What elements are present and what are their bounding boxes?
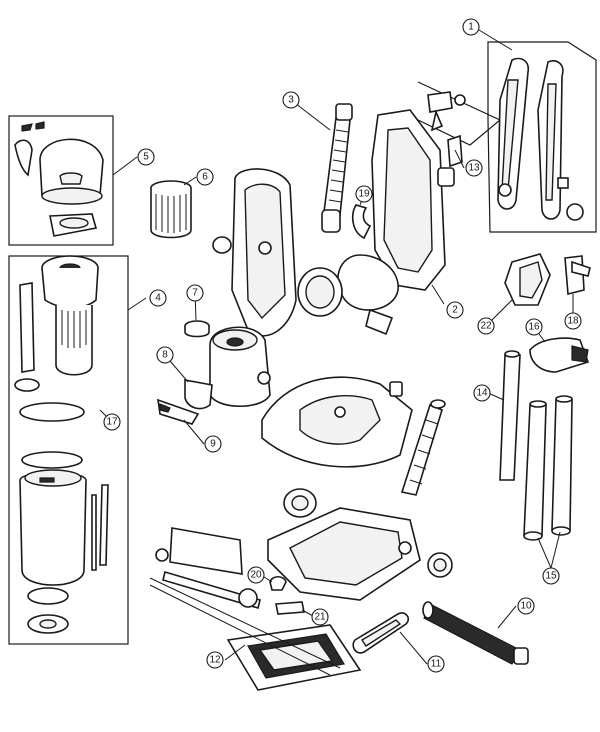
part-15-tubes: [523, 395, 573, 541]
callout-20: 20: [247, 566, 265, 584]
callout-4: 4: [149, 289, 167, 307]
rear-housing: [212, 168, 297, 337]
callout-17-label: 17: [106, 417, 118, 428]
callout-12-label: 12: [209, 655, 221, 666]
callout-8-label: 8: [162, 350, 168, 361]
part-17-separator: [14, 255, 99, 392]
callout-13-label: 13: [468, 163, 480, 174]
callout-7-label: 7: [192, 288, 198, 299]
callout-19-label: 19: [358, 189, 370, 200]
part-19-cord-hook: [351, 204, 372, 240]
callout-11-label: 11: [431, 659, 442, 670]
part-12-bottom-plate: [149, 577, 362, 691]
callout-6: 6: [196, 168, 214, 186]
part-20-clip: [269, 575, 287, 591]
part-2-main-body: [297, 109, 446, 336]
part-8-cover: [184, 379, 213, 410]
part-7-filter-disc: [184, 320, 210, 338]
part-4-dust-cup: [19, 402, 109, 634]
callout-10-label: 10: [520, 601, 532, 612]
part-5-dust-lid: [14, 121, 104, 237]
callout-13: 13: [465, 159, 483, 177]
callout-22-label: 22: [480, 321, 492, 332]
part-1-handle: [497, 57, 584, 221]
part-21-bracket: [275, 601, 305, 615]
callout-9: 9: [204, 435, 222, 453]
frame-group-1: [487, 41, 597, 233]
part-10-brush-roll: [422, 601, 529, 665]
callout-4-label: 4: [155, 293, 161, 304]
callout-21: 21: [311, 608, 329, 626]
part-16-dusting-tool: [529, 337, 590, 373]
callout-10: 10: [517, 597, 535, 615]
callout-18-label: 18: [567, 316, 579, 327]
part-9-strip: [157, 398, 200, 425]
callout-5: 5: [137, 148, 155, 166]
part-11-belt: [352, 612, 410, 654]
callout-17: 17: [103, 413, 121, 431]
callout-9-label: 9: [210, 439, 216, 450]
callout-22: 22: [477, 317, 495, 335]
base-top-cover: [261, 376, 413, 468]
callout-15: 15: [542, 567, 560, 585]
callout-5-label: 5: [143, 152, 149, 163]
callout-14: 14: [473, 384, 491, 402]
base-hose: [400, 399, 446, 496]
callout-3: 3: [282, 91, 300, 109]
callout-7: 7: [186, 284, 204, 302]
callout-21-label: 21: [314, 612, 326, 623]
frame-group-5: [8, 115, 114, 246]
callout-8: 8: [156, 346, 174, 364]
part-18-clip: [564, 255, 591, 296]
callout-20-label: 20: [250, 570, 262, 581]
callout-6-label: 6: [202, 172, 208, 183]
part-3-hose: [321, 103, 353, 233]
part-22-tool-holder: [504, 253, 551, 306]
callout-11: 11: [427, 655, 445, 673]
callout-16-label: 16: [528, 322, 540, 333]
cyclone-base: [209, 326, 271, 407]
callout-19: 19: [355, 185, 373, 203]
part-14-wand: [499, 350, 521, 481]
part-6-filter: [150, 180, 192, 239]
callout-16: 16: [525, 318, 543, 336]
callout-1: 1: [462, 18, 480, 36]
brushroll-housing: [155, 527, 261, 610]
callout-12: 12: [206, 651, 224, 669]
callout-1-label: 1: [468, 22, 474, 33]
callout-2: 2: [446, 301, 464, 319]
callout-15-label: 15: [545, 571, 557, 582]
callout-14-label: 14: [476, 388, 488, 399]
callout-3-label: 3: [288, 95, 294, 106]
callout-18: 18: [564, 312, 582, 330]
base-chassis: [267, 488, 453, 601]
callout-2-label: 2: [452, 305, 458, 316]
